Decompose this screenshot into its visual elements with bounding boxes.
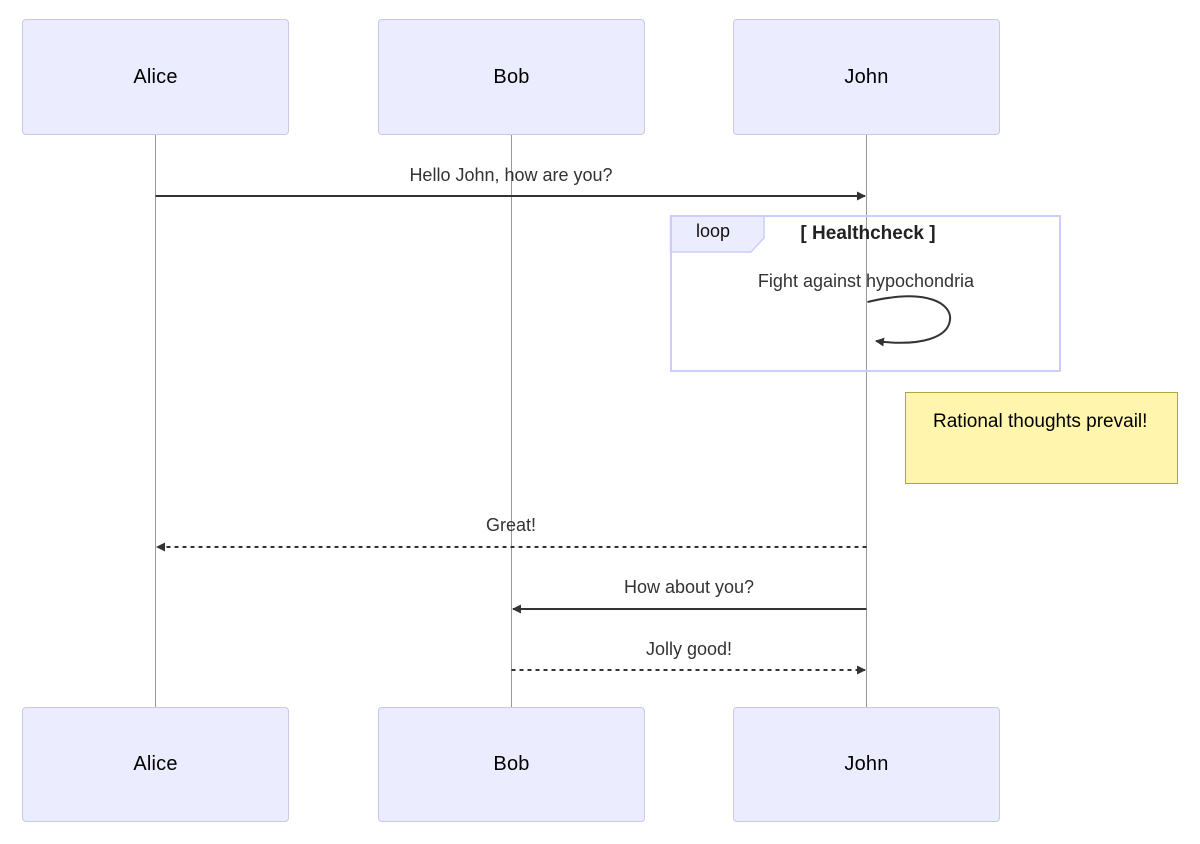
note-rational-thoughts: Rational thoughts prevail! [905, 392, 1178, 484]
loop-frame [670, 215, 1061, 372]
actor-label: John [844, 65, 889, 88]
actor-bottom-alice: Alice [22, 707, 289, 822]
actor-top-bob: Bob [378, 19, 645, 135]
actor-top-john: John [733, 19, 1000, 135]
actor-top-alice: Alice [22, 19, 289, 135]
actor-bottom-john: John [733, 707, 1000, 822]
message-label-how-about-you: How about you? [623, 577, 755, 597]
message-label-hello: Hello John, how are you? [409, 165, 613, 185]
actor-label: Alice [133, 65, 178, 88]
actor-label: Bob [493, 65, 530, 88]
actor-label: Bob [493, 753, 530, 775]
actor-label: John [844, 753, 889, 775]
message-label-jolly-good: Jolly good! [645, 639, 733, 659]
message-label-fight-hypochondria: Fight against hypochondria [757, 271, 975, 291]
actor-label: Alice [133, 753, 178, 775]
message-label-great: Great! [485, 515, 537, 535]
loop-keyword-label: loop [695, 221, 731, 241]
actor-bottom-bob: Bob [378, 707, 645, 822]
arrow-self-loop-john [867, 295, 952, 347]
loop-condition-label: [ Healthcheck ] [800, 223, 936, 244]
